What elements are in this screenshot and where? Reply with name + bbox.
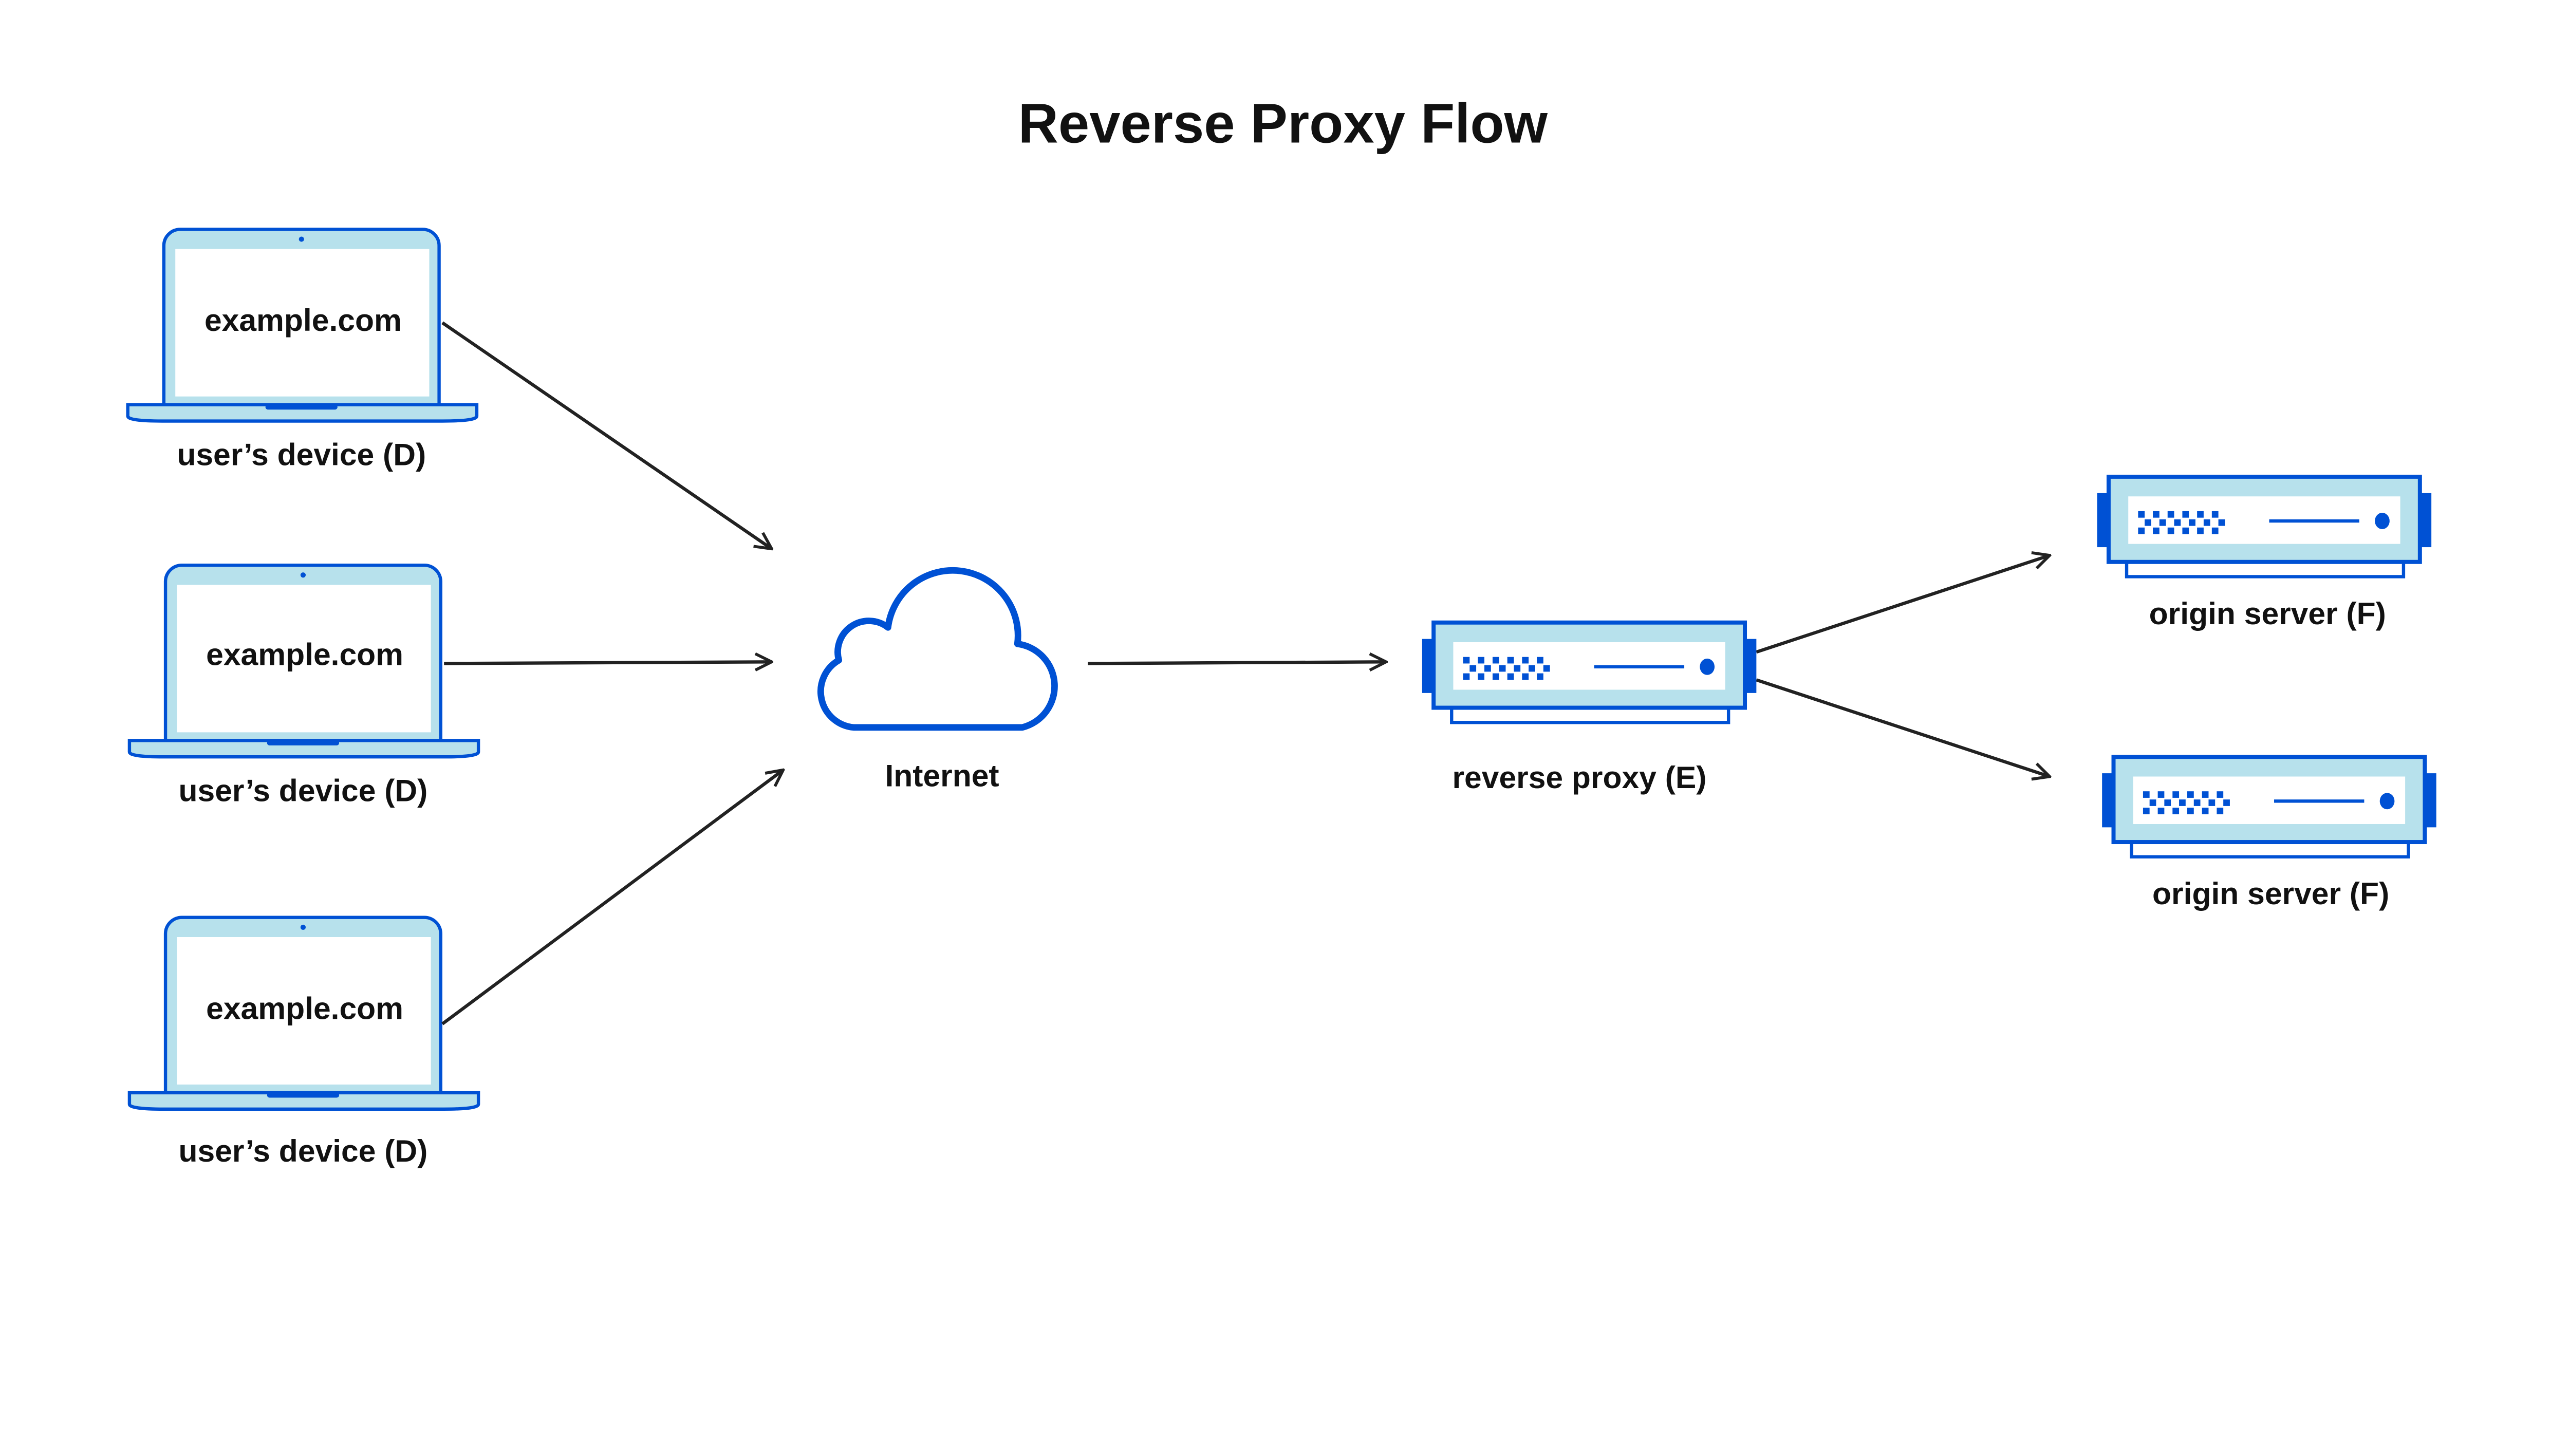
arrow-device3-to-internet (441, 770, 783, 1025)
server-icon (2102, 757, 2436, 857)
device-screen-text: example.com (206, 637, 403, 672)
arrow-device2-to-internet (444, 662, 772, 663)
cloud-icon (817, 567, 1058, 731)
device-label: user’s device (D) (177, 437, 426, 472)
server-icon (2097, 477, 2432, 577)
arrow-internet-to-proxy (1088, 662, 1386, 663)
server-icon (1422, 623, 1757, 723)
device-screen-text: example.com (204, 303, 402, 338)
origin-server-label: origin server (F) (2152, 876, 2389, 911)
internet-label: Internet (885, 758, 999, 793)
origin-server-label: origin server (F) (2149, 596, 2386, 631)
reverse-proxy-node: reverse proxy (E) (1422, 623, 1757, 795)
reverse-proxy-diagram: Reverse Proxy Flow example.com user’s de… (0, 92, 2569, 1168)
arrow-proxy-to-origin2 (1756, 678, 2050, 776)
origin-server-1: origin server (F) (2097, 477, 2432, 631)
arrow-device1-to-internet (441, 321, 772, 549)
arrow-proxy-to-origin1 (1756, 555, 2050, 654)
origin-server-2: origin server (F) (2102, 757, 2436, 911)
user-device-1: example.com user’s device (D) (128, 229, 477, 472)
internet-node: Internet (817, 567, 1058, 793)
device-screen-text: example.com (206, 991, 403, 1025)
device-label: user’s device (D) (179, 773, 428, 808)
user-device-3: example.com user’s device (D) (129, 918, 478, 1168)
device-label: user’s device (D) (179, 1133, 428, 1168)
user-device-2: example.com user’s device (D) (129, 565, 478, 808)
diagram-title: Reverse Proxy Flow (1018, 92, 1548, 154)
reverse-proxy-label: reverse proxy (E) (1452, 760, 1706, 795)
